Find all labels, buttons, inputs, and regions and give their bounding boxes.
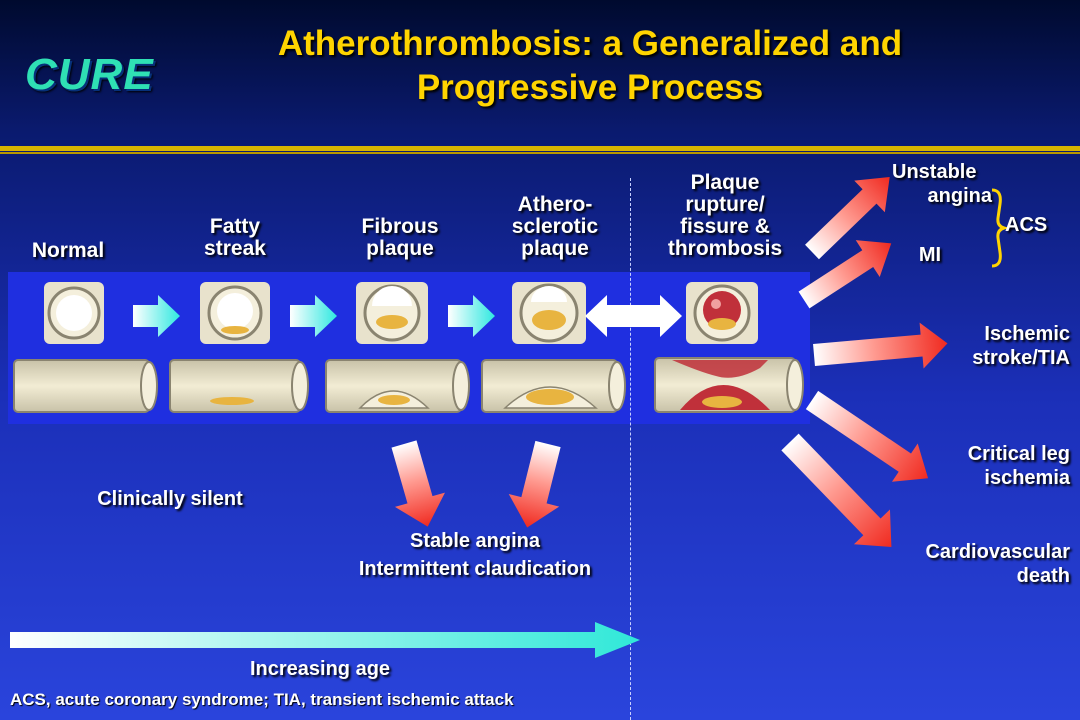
stage-fatty-line-2: streak: [204, 237, 266, 260]
stage-rupture-line-2: rupture/: [685, 193, 765, 216]
outcome-cv-line-2: death: [1016, 565, 1070, 587]
acs-label: ACS: [1005, 214, 1048, 236]
stable-angina-arrow-2: [508, 440, 561, 528]
outcome-arrow-cv-death: [781, 433, 892, 548]
stage-fatty-streak-label: Fatty streak: [180, 216, 290, 260]
cross-section-normal: [44, 282, 104, 344]
increasing-age-label: Increasing age: [249, 658, 391, 680]
longitudinal-fibrous-plaque: [325, 359, 470, 413]
outcome-unstable-line-2: angina: [927, 185, 992, 207]
longitudinal-fatty-streak: [169, 359, 309, 413]
outcome-unstable-angina: Unstable angina: [850, 160, 992, 208]
stage-normal-text: Normal: [31, 239, 105, 262]
stable-angina-arrow-1: [391, 440, 445, 527]
stable-angina-text: Stable angina: [409, 530, 541, 552]
outcome-critical-leg-ischemia: Critical leg ischemia: [880, 442, 1070, 490]
stage-normal-label: Normal: [18, 240, 118, 262]
stable-angina-label: Stable angina Intermittent claudication: [320, 530, 630, 580]
outcome-leg-line-2: ischemia: [984, 467, 1070, 489]
divider-dashed-line: [630, 178, 631, 720]
stage-rupture-line-4: thrombosis: [667, 237, 783, 260]
stage-atherosclerotic-label: Athero- sclerotic plaque: [495, 194, 615, 260]
stage-fibrous-plaque-label: Fibrous plaque: [340, 216, 460, 260]
outcome-ischemic-stroke: Ischemic stroke/TIA: [880, 322, 1070, 370]
outcome-leg-line-1: Critical leg: [967, 443, 1070, 465]
stage-athero-line-1: Athero-: [517, 193, 593, 216]
footnote: ACS, acute coronary syndrome; TIA, trans…: [10, 690, 514, 709]
outcome-arrow-mi: [798, 240, 892, 309]
stage-fibrous-line-2: plaque: [366, 237, 434, 260]
outcome-stroke-line-1: Ischemic: [984, 323, 1070, 345]
claudication-text: Intermittent claudication: [358, 558, 592, 580]
stage-fatty-line-1: Fatty: [209, 215, 261, 238]
outcome-cv-line-1: Cardiovascular: [925, 541, 1070, 563]
cross-section-fatty-streak: [200, 282, 270, 344]
title-line-2: Progressive Process: [416, 68, 764, 107]
outcome-arrow-stroke: [813, 322, 948, 369]
stage-rupture-label: Plaque rupture/ fissure & thrombosis: [650, 172, 800, 260]
cure-logo: CURE: [25, 50, 154, 99]
clinically-silent-label: Clinically silent: [97, 488, 243, 510]
progress-arrow-bidirectional: [585, 295, 682, 337]
longitudinal-atherosclerotic-plaque: [481, 359, 626, 413]
outcome-arrow-unstable-angina: [805, 176, 890, 260]
outcome-stroke-line-2: stroke/TIA: [972, 347, 1070, 369]
outcome-unstable-line-1: Unstable: [892, 161, 977, 183]
title-line-1: Atherothrombosis: a Generalized and: [277, 24, 903, 63]
stage-fibrous-line-1: Fibrous: [361, 215, 439, 238]
stage-rupture-line-3: fissure &: [680, 215, 770, 238]
outcome-cardiovascular-death: Cardiovascular death: [860, 540, 1070, 588]
longitudinal-thrombosis: [654, 357, 804, 413]
increasing-age-arrow: [10, 622, 640, 658]
cross-section-fibrous-plaque: [356, 282, 428, 344]
stage-athero-line-2: sclerotic: [511, 215, 599, 238]
stage-athero-line-3: plaque: [521, 237, 589, 260]
cross-section-atherosclerotic-plaque: [512, 282, 586, 344]
progress-arrow-2: [290, 295, 337, 337]
slide-title: Atherothrombosis: a Generalized and Prog…: [180, 22, 1000, 110]
outcome-mi: MI: [918, 244, 942, 266]
title-divider: [0, 146, 1080, 151]
stage-rupture-line-1: Plaque: [690, 171, 760, 194]
title-divider-thin: [0, 152, 1080, 154]
progress-arrow-3: [448, 295, 495, 337]
progress-arrow-1: [133, 295, 180, 337]
acs-brace: [991, 188, 1010, 268]
outcome-arrow-leg-ischemia: [805, 390, 929, 482]
cross-section-thrombosis: [686, 282, 758, 344]
longitudinal-normal: [13, 359, 158, 413]
